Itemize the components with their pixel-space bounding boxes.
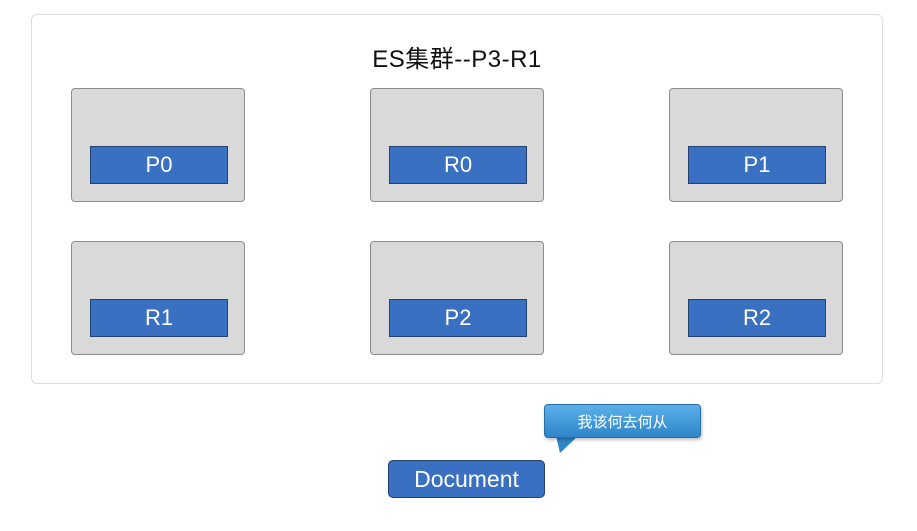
shard-r2: R2 [688, 299, 826, 337]
shard-r1: R1 [90, 299, 228, 337]
node-1: P0 [71, 88, 245, 202]
cluster-title: ES集群--P3-R1 [372, 46, 542, 73]
callout-tail [556, 436, 578, 453]
node-5: P2 [370, 241, 544, 355]
shard-p2: P2 [389, 299, 527, 337]
shard-p1: P1 [688, 146, 826, 184]
shard-r0: R0 [389, 146, 527, 184]
node-4: R1 [71, 241, 245, 355]
shard-p0: P0 [90, 146, 228, 184]
es-cluster: ES集群--P3-R1 P0 R0 P1 R1 P2 R2 [31, 14, 883, 384]
node-3: P1 [669, 88, 843, 202]
document-box: Document [388, 460, 545, 498]
speech-callout: 我该何去何从 [544, 404, 701, 438]
node-2: R0 [370, 88, 544, 202]
node-6: R2 [669, 241, 843, 355]
